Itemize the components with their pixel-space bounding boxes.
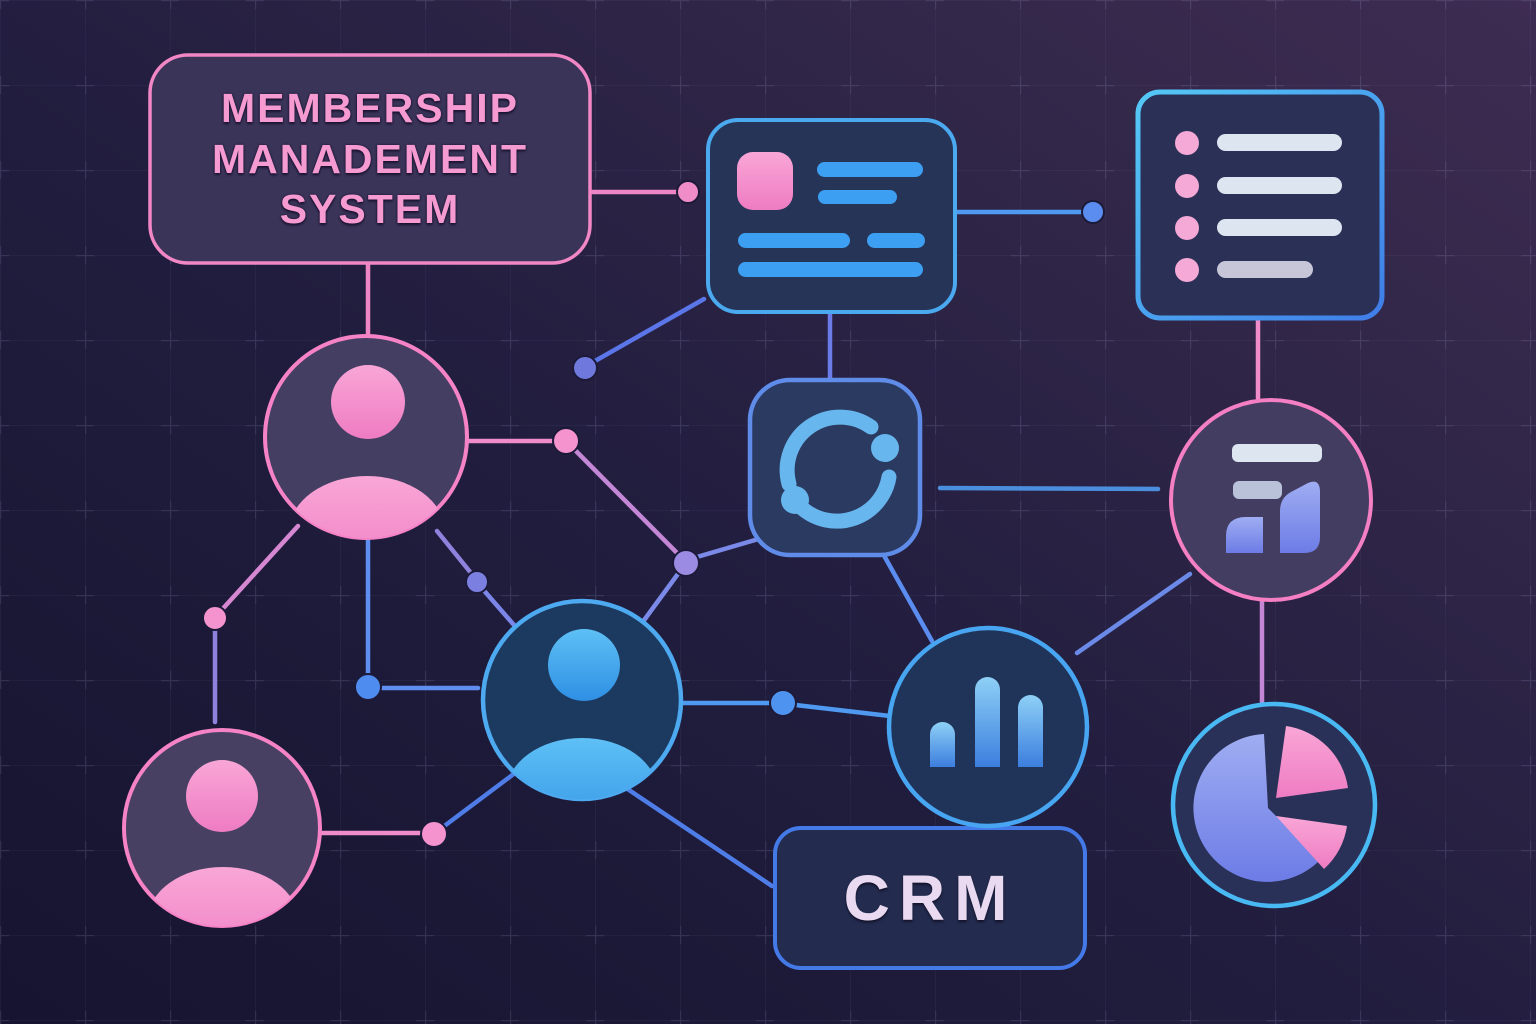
connector-lines bbox=[212, 189, 1265, 889]
sync-icon bbox=[779, 409, 899, 529]
avatar-body bbox=[289, 476, 445, 538]
user-avatar-blue bbox=[480, 598, 684, 802]
list-bullet bbox=[1175, 216, 1199, 240]
crm-label: CRM bbox=[843, 862, 1017, 934]
list-bullet bbox=[1175, 174, 1199, 198]
pie-chart-icon bbox=[1193, 726, 1348, 882]
user-avatar-pink-bottom bbox=[122, 728, 322, 928]
line-avatar-downright-a bbox=[434, 528, 478, 581]
line-avatar-right-b bbox=[567, 442, 686, 562]
pie-chart-node bbox=[1170, 701, 1378, 909]
avatar-body bbox=[506, 738, 658, 799]
avatar-body bbox=[147, 867, 299, 926]
dot-left bbox=[202, 605, 228, 631]
list-line bbox=[1217, 261, 1313, 278]
list-line bbox=[1217, 134, 1342, 151]
card-line bbox=[818, 190, 897, 204]
avatar-head bbox=[331, 365, 405, 439]
dot-blue-to-bars bbox=[769, 689, 797, 717]
sync-node bbox=[747, 377, 923, 558]
card-line bbox=[817, 162, 923, 177]
line-card-to-dot bbox=[585, 296, 707, 368]
card-line bbox=[738, 262, 923, 277]
crm-box bbox=[773, 826, 1087, 970]
connector-dots bbox=[202, 180, 1105, 848]
line-sync-to-report bbox=[937, 485, 1161, 492]
bar-chart-icon bbox=[930, 677, 1043, 767]
dot-avatar-downright bbox=[465, 570, 489, 594]
user-avatar-pink-top bbox=[263, 334, 469, 540]
list-line bbox=[1217, 219, 1342, 236]
avatar-head bbox=[186, 760, 258, 832]
list-bullet bbox=[1175, 258, 1199, 282]
card-line bbox=[867, 233, 925, 248]
dot-avatar-right bbox=[552, 427, 580, 455]
list-line bbox=[1217, 177, 1342, 194]
title-box bbox=[148, 53, 592, 265]
card-line bbox=[738, 233, 850, 248]
line-avatar-downleft bbox=[215, 523, 301, 617]
title-line: MEMBERSHIP bbox=[221, 84, 519, 131]
dot-card-right bbox=[1081, 200, 1105, 224]
dot-under-card bbox=[572, 355, 598, 381]
dot-avatar-down bbox=[354, 673, 382, 701]
member-card bbox=[706, 118, 957, 314]
card-photo bbox=[737, 152, 793, 210]
dot-card-left bbox=[676, 180, 700, 204]
dot-bottom-avatar bbox=[420, 820, 448, 848]
analytics-bars-node bbox=[886, 625, 1090, 829]
report-icon bbox=[1226, 444, 1322, 553]
line-blue-avatar-to-crm bbox=[620, 783, 775, 889]
line-dot-to-sync bbox=[687, 535, 765, 562]
member-list bbox=[1135, 89, 1385, 321]
title-box-label: MEMBERSHIP MANADEMENT SYSTEM bbox=[150, 55, 590, 263]
title-line: SYSTEM bbox=[279, 186, 461, 233]
dot-mid-violet bbox=[672, 549, 700, 577]
line-dot-to-bars bbox=[784, 701, 893, 719]
list-bullet bbox=[1175, 131, 1199, 155]
line-sync-to-bars bbox=[879, 549, 935, 644]
line-dot-to-blue-bottom bbox=[436, 761, 530, 833]
report-node bbox=[1169, 398, 1373, 602]
title-line: MANADEMENT bbox=[211, 135, 529, 182]
avatar-head bbox=[548, 629, 620, 701]
line-bars-to-report bbox=[1074, 571, 1193, 656]
line-dot-to-blue-avatar bbox=[639, 564, 686, 626]
line-avatar-downright-b bbox=[477, 583, 517, 628]
